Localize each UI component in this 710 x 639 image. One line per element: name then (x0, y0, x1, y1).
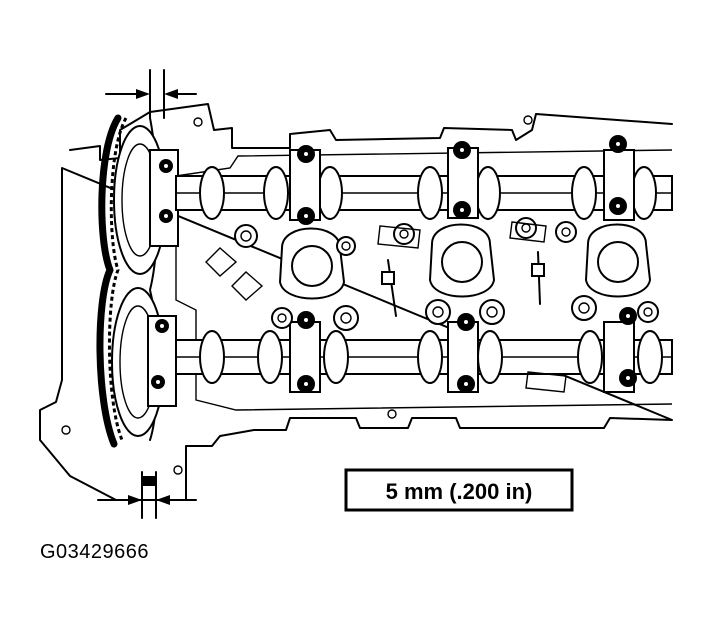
dimension-bottom (97, 471, 197, 519)
valve-lifters (234, 217, 659, 331)
bearing-cap-bolts (297, 135, 637, 393)
intake-camshaft-sprocket (113, 125, 179, 275)
exhaust-camshaft-sprocket (111, 287, 177, 437)
flange-hole (387, 409, 397, 419)
hatched-areas (205, 221, 567, 393)
dimension-top (105, 69, 197, 119)
measurement-callout: 5 mm (.200 in) (344, 468, 574, 512)
flange-hole (61, 425, 71, 435)
flange-hole (193, 117, 203, 127)
flange-bolt-holes (61, 115, 533, 475)
flange-hole (173, 465, 183, 475)
callout-label: 5 mm (.200 in) (386, 479, 533, 504)
center-pins (381, 251, 545, 317)
spark-plug-towers (278, 223, 652, 300)
figure-id: G03429666 (40, 541, 150, 563)
flange-hole (523, 115, 533, 125)
cylinder-head-outline (39, 103, 673, 501)
